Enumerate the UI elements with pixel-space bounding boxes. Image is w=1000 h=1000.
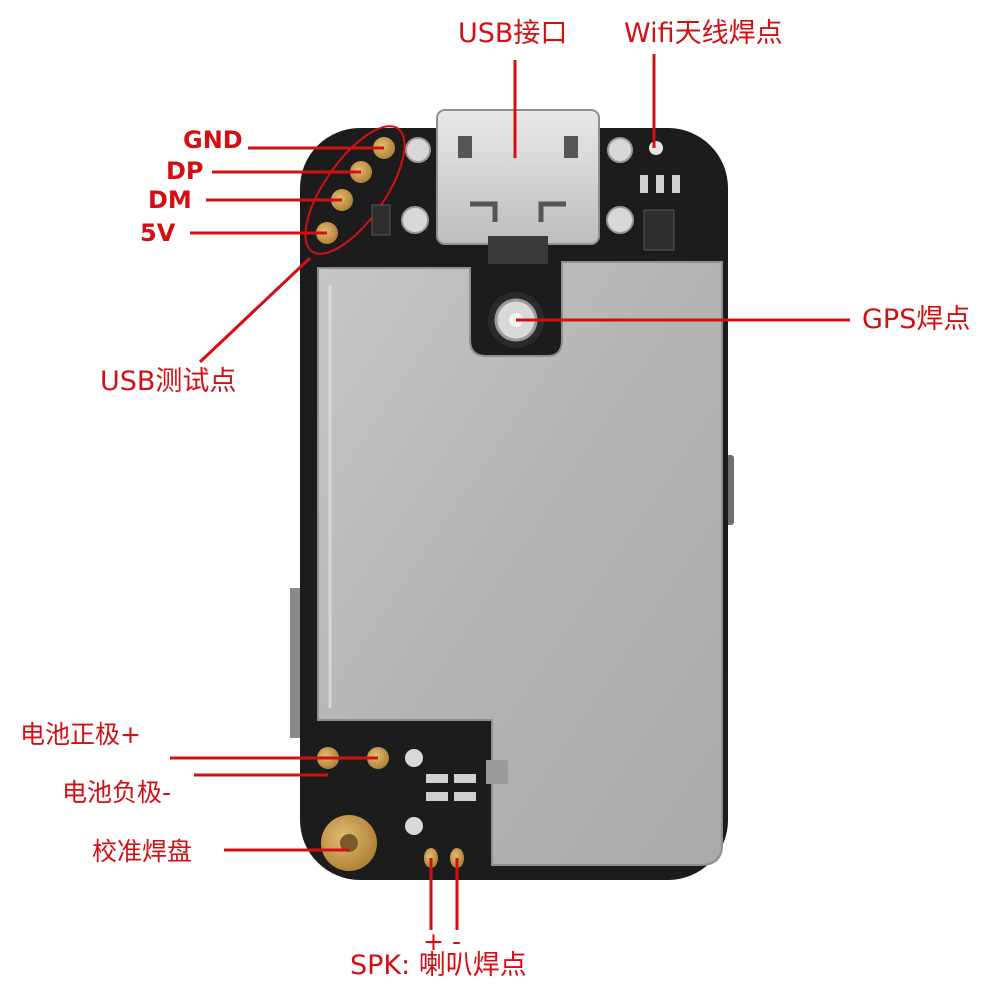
smd-component bbox=[454, 792, 476, 801]
usb-port-tab bbox=[401, 206, 429, 234]
leader-usb-test bbox=[198, 256, 312, 364]
label-gnd: GND bbox=[183, 126, 243, 154]
smd-component bbox=[672, 175, 680, 193]
usb-port-tab bbox=[405, 137, 431, 163]
smd-component bbox=[640, 175, 648, 193]
mount-hole bbox=[405, 817, 423, 835]
rf-shield bbox=[317, 261, 723, 866]
label-speaker: SPK: 喇叭焊点 bbox=[350, 950, 527, 981]
usb-port-clip bbox=[470, 201, 498, 222]
label-spk-plus: + bbox=[423, 927, 444, 956]
label-dp: DP bbox=[166, 157, 204, 185]
label-calibration-pad: 校准焊盘 bbox=[92, 837, 193, 866]
smd-component bbox=[371, 204, 391, 236]
usb-port-tab bbox=[607, 137, 633, 163]
usb-port-clip bbox=[538, 201, 566, 222]
usb-pins bbox=[488, 236, 548, 264]
wifi-antenna-pad bbox=[649, 141, 663, 155]
usb-port-tab bbox=[606, 206, 634, 234]
smd-component bbox=[656, 175, 664, 193]
leader-lines bbox=[170, 54, 850, 930]
smd-component bbox=[426, 774, 448, 783]
smd-component bbox=[426, 792, 448, 801]
label-gps: GPS焊点 bbox=[862, 304, 971, 335]
mount-hole bbox=[405, 749, 423, 767]
label-spk-minus: - bbox=[452, 927, 462, 956]
label-wifi-antenna: Wifi天线焊点 bbox=[624, 18, 783, 49]
usb-port-slot bbox=[458, 136, 472, 158]
usb-port-slot bbox=[564, 136, 578, 158]
calibration-pad-center bbox=[340, 834, 358, 852]
usb-port-body bbox=[436, 109, 600, 245]
label-battery-neg: 电池负极- bbox=[62, 778, 172, 807]
label-5v: 5V bbox=[140, 219, 176, 247]
label-usb-test: USB测试点 bbox=[100, 366, 237, 397]
label-battery-pos: 电池正极+ bbox=[20, 720, 141, 749]
label-dm: DM bbox=[148, 186, 192, 214]
smd-component bbox=[643, 209, 675, 251]
smd-component bbox=[486, 760, 508, 784]
smd-component bbox=[454, 774, 476, 783]
label-usb-port: USB接口 bbox=[458, 18, 568, 49]
